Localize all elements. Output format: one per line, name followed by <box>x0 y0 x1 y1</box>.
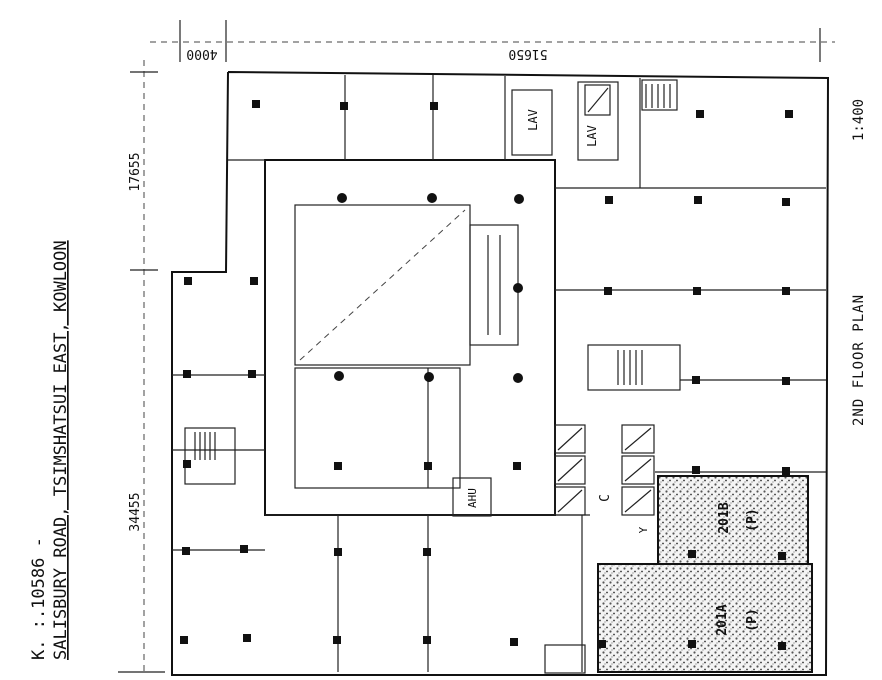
lift-bank-right <box>621 424 655 516</box>
room-label-lav-2: LAV <box>585 125 599 147</box>
dimension-lines <box>118 20 835 675</box>
unit-201a-labels: 201A (P) <box>715 604 760 635</box>
plan-scale: 1:400 <box>851 99 867 141</box>
left-stair <box>194 432 216 460</box>
header-address-line: SALISBURY ROAD, TSIMSHATSUI EAST, KOWLOO… <box>51 240 71 660</box>
dimension-left-upper: 17655 <box>128 152 143 191</box>
building-outline <box>171 71 830 676</box>
structural-columns <box>180 100 793 650</box>
plan-title: 2ND FLOOR PLAN <box>851 294 867 426</box>
dimension-left-lower: 34455 <box>128 492 143 531</box>
header-ref-line: K. :.10586 - <box>29 537 49 660</box>
dimension-top-offset: 4000 <box>186 46 217 61</box>
dimension-total-length: 51650 <box>508 46 547 61</box>
unit-note-201a: (P) <box>745 608 760 631</box>
room-label-core-c: C <box>598 494 613 502</box>
drawing-reference: K. :.10586 - <box>29 537 49 660</box>
room-partitions-right <box>452 78 826 674</box>
unit-label-201a: 201A <box>715 604 730 635</box>
unit-201b-area <box>657 475 809 565</box>
room-label-core-y: Y <box>637 526 650 533</box>
lift-bank-left <box>554 424 586 516</box>
central-atrium <box>264 159 556 516</box>
unit-201b-labels: 201B (P) <box>717 502 760 533</box>
unit-label-201b: 201B <box>717 502 732 533</box>
site-address: SALISBURY ROAD, TSIMSHATSUI EAST, KOWLOO… <box>51 240 71 660</box>
room-label-ahu: AHU <box>466 488 479 508</box>
unit-201a-area <box>597 563 813 673</box>
room-label-lav-1: LAV <box>526 109 540 131</box>
room-partitions-left <box>172 75 590 672</box>
unit-note-201b: (P) <box>745 508 760 531</box>
